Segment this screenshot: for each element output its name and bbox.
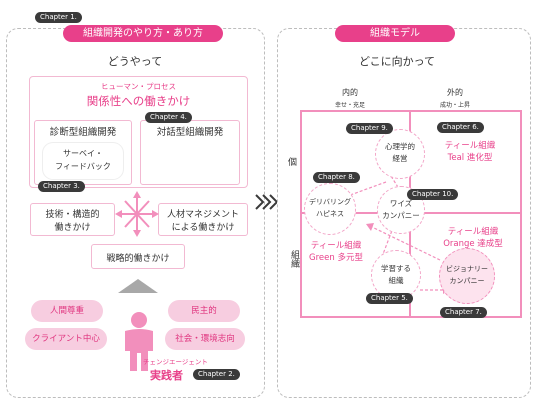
orange-label-1: ティール組織 — [447, 227, 499, 237]
visionary-label-2: カンパニー — [449, 277, 485, 285]
tech-label-2: 働きかけ — [54, 223, 91, 233]
organization-label: 組織 — [289, 250, 299, 268]
value-democratic: 民主的 — [168, 300, 240, 322]
human-process-label: ヒューマン・プロセス — [101, 82, 176, 91]
teal-label-1: ティール組織 — [444, 141, 496, 151]
survey-box — [43, 143, 123, 179]
dialogic-box — [140, 120, 240, 185]
diagnostic-label: 診断型組織開発 — [49, 127, 117, 138]
learning-label-2: 組織 — [388, 276, 404, 285]
chapter7-chip: Chapter 7. — [440, 307, 487, 318]
inner-label: 内的 — [342, 88, 358, 97]
chapter9-chip: Chapter 9. — [346, 123, 393, 134]
dialogic-label: 対話型組織開発 — [156, 127, 224, 138]
inner-sub: 幸せ・充足 — [334, 102, 365, 109]
chapter2-chip: Chapter 2. — [193, 369, 240, 380]
agent-label: 実践者 — [150, 369, 183, 382]
learning-org-circle — [371, 250, 421, 300]
value-human-respect: 人間尊重 — [31, 300, 103, 322]
green-label-1: ティール組織 — [310, 241, 362, 251]
deliver-label-1: デリバリング — [309, 198, 351, 206]
psych-label-1: 心理学的 — [385, 142, 415, 151]
chapter8-chip: Chapter 8. — [313, 172, 360, 183]
tech-label-1: 技術・構造的 — [45, 210, 100, 220]
up-triangle-icon — [118, 279, 158, 293]
practitioner-person-icon — [125, 312, 153, 371]
orange-label-2: Orange 達成型 — [443, 239, 503, 249]
green-label-2: Green 多元型 — [309, 253, 363, 263]
how-title: どうやって — [107, 55, 163, 68]
chapter10-chip: Chapter 10. — [407, 189, 459, 200]
chapter1-chip: Chapter 1. — [35, 12, 82, 23]
where-title: どこに向かって — [358, 55, 436, 68]
outer-label: 外的 — [447, 88, 463, 97]
hr-label-1: 人材マネジメント — [166, 210, 239, 220]
wise-label-1: ワイズ — [389, 199, 413, 208]
hr-box — [158, 203, 248, 236]
left-header: 組織開発のやり方・あり方 — [63, 25, 223, 42]
survey-label-2: フィードバック — [55, 162, 111, 171]
hr-label-2: による働きかけ — [171, 223, 235, 233]
chapter4-chip: Chapter 4. — [145, 112, 192, 123]
forward-chevrons-icon — [255, 194, 278, 210]
value-social-environment: 社会・環境志向 — [165, 328, 245, 350]
psych-management-circle — [375, 129, 425, 179]
delivering-happiness-circle — [304, 183, 356, 235]
outer-sub: 成功・上昇 — [439, 102, 470, 109]
relationship-label: 関係性への働きかけ — [86, 94, 191, 108]
teal-label-2: Teal 進化型 — [447, 153, 493, 163]
survey-label-1: サーベイ・ — [63, 149, 103, 158]
deliver-label-2: ハピネス — [316, 210, 344, 218]
visionary-label-1: ビジョナリー — [446, 265, 488, 273]
right-header: 組織モデル — [335, 25, 455, 42]
agent-small-label: チェンジエージェント — [143, 358, 208, 366]
strategy-box — [91, 244, 185, 269]
chapter6-chip: Chapter 6. — [437, 122, 484, 133]
value-client-centered: クライアント中心 — [25, 328, 107, 350]
strategy-label: 戦略的働きかけ — [106, 254, 170, 264]
cross-arrows-icon — [115, 191, 159, 237]
psych-label-2: 経営 — [392, 154, 408, 163]
visionary-company-circle — [439, 248, 495, 304]
chapter5-chip: Chapter 5. — [366, 293, 413, 304]
individual-label: 個 — [288, 158, 298, 168]
chapter3-chip: Chapter 3. — [38, 181, 85, 192]
learning-label-1: 学習する — [381, 264, 411, 273]
tech-box — [30, 203, 115, 236]
wise-label-2: カンパニー — [382, 211, 420, 220]
